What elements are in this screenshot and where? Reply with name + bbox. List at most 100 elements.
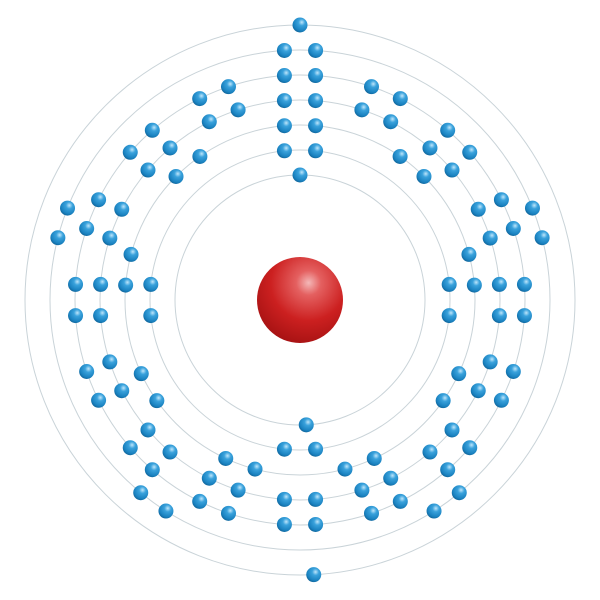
electron-shell-4-2 — [308, 93, 324, 109]
electron-shell-6-3 — [524, 200, 540, 216]
electron-shell-5-6 — [462, 144, 478, 160]
electron-shell-6-1 — [276, 42, 292, 58]
electron-shell-6-9 — [50, 230, 66, 246]
electron-shell-7-2 — [306, 567, 322, 583]
electron-shell-3-6 — [466, 277, 482, 293]
electron-shell-4-16 — [354, 482, 370, 498]
orbit-shell-5 — [74, 74, 526, 526]
electron-shell-3-13 — [149, 393, 165, 409]
electron-shell-5-2 — [308, 68, 324, 84]
electron-shell-5-5 — [440, 122, 456, 138]
electron-shell-4-28 — [114, 201, 130, 217]
electron-shell-5-13 — [462, 440, 478, 456]
electron-shell-2-8 — [143, 276, 159, 292]
electron-shell-4-10 — [491, 308, 507, 324]
electron-shell-5-22 — [122, 440, 138, 456]
electron-shell-2-4 — [441, 308, 457, 324]
electron-shell-4-8 — [482, 230, 498, 246]
electron-shell-4-24 — [102, 354, 118, 370]
electron-shell-5-32 — [221, 79, 236, 95]
electron-shell-5-4 — [392, 91, 408, 107]
electron-shell-5-18 — [276, 516, 292, 532]
electron-shell-4-19 — [230, 482, 246, 498]
electron-shell-6-7 — [158, 503, 174, 519]
electron-shell-4-25 — [93, 308, 109, 324]
electron-shell-7-1 — [292, 17, 308, 33]
electron-shell-4-27 — [102, 230, 118, 246]
electron-shell-4-3 — [354, 102, 370, 118]
electron-shell-5-11 — [505, 364, 521, 379]
electron-shell-5-21 — [144, 462, 160, 478]
electron-shell-5-27 — [79, 221, 95, 236]
electron-shell-5-7 — [493, 192, 509, 208]
electron-shell-3-18 — [192, 148, 208, 164]
electron-shell-4-5 — [422, 140, 438, 156]
electron-shell-5-28 — [91, 192, 107, 208]
electron-shell-4-22 — [140, 422, 156, 438]
electron-shell-5-12 — [493, 392, 509, 408]
electron-shell-4-26 — [93, 276, 109, 292]
electron-shell-4-4 — [383, 114, 399, 130]
electron-shell-5-30 — [144, 122, 160, 138]
electron-shell-3-9 — [366, 450, 382, 466]
electron-shell-5-19 — [221, 505, 236, 521]
electron-shell-5-14 — [440, 462, 456, 478]
electron-shell-1-1 — [292, 167, 308, 183]
electron-shell-6-5 — [451, 485, 467, 501]
electron-shell-5-8 — [505, 221, 521, 236]
electron-shell-4-20 — [201, 470, 217, 486]
electron-shell-2-1 — [276, 143, 292, 159]
electron-shell-3-1 — [276, 118, 292, 134]
electron-shell-3-11 — [247, 461, 263, 477]
electron-shell-5-3 — [364, 79, 379, 95]
electron-shell-2-5 — [308, 441, 324, 457]
electron-shell-3-8 — [435, 393, 451, 409]
orbit-shell-2 — [149, 149, 451, 451]
electron-shell-5-24 — [79, 364, 95, 379]
electron-shell-3-3 — [392, 148, 408, 164]
electron-shell-3-4 — [416, 168, 432, 184]
orbit-shell-6 — [49, 49, 551, 551]
electron-shell-4-1 — [276, 93, 292, 109]
electron-shell-5-26 — [68, 276, 84, 292]
electron-shell-4-18 — [276, 491, 292, 507]
electron-shell-3-7 — [451, 366, 467, 382]
electron-shell-2-2 — [308, 143, 324, 159]
electron-shell-6-4 — [534, 230, 550, 246]
electron-shell-5-17 — [308, 516, 324, 532]
orbit-shell-4 — [99, 99, 501, 501]
electron-shell-4-32 — [230, 102, 246, 118]
electron-shell-5-31 — [192, 91, 208, 107]
electron-shell-3-5 — [461, 246, 477, 262]
electron-shell-3-10 — [337, 461, 353, 477]
electron-shell-4-30 — [162, 140, 178, 156]
electron-shell-4-29 — [140, 162, 156, 178]
electron-shell-3-12 — [218, 450, 234, 466]
electron-shell-4-23 — [114, 383, 130, 399]
electron-shell-3-15 — [118, 277, 134, 293]
electron-shell-1-2 — [298, 417, 314, 433]
electron-shell-4-13 — [444, 422, 460, 438]
electron-shell-4-15 — [383, 470, 399, 486]
nucleus — [257, 257, 343, 343]
electron-shell-4-7 — [470, 201, 486, 217]
electron-shell-5-1 — [276, 68, 292, 84]
electron-shell-3-2 — [308, 118, 324, 134]
electron-shell-4-14 — [422, 444, 438, 460]
electron-shell-5-29 — [122, 144, 138, 160]
electron-shell-4-21 — [162, 444, 178, 460]
electron-shell-6-6 — [426, 503, 442, 519]
electron-shell-5-23 — [91, 392, 107, 408]
electron-shell-4-31 — [201, 114, 217, 130]
electron-shell-5-16 — [364, 505, 379, 521]
electron-shell-5-9 — [516, 276, 532, 292]
electron-shell-5-20 — [192, 493, 208, 509]
electron-shell-5-15 — [392, 493, 408, 509]
electron-shell-6-2 — [308, 42, 324, 58]
electron-layer — [50, 17, 550, 583]
orbit-shell-3 — [124, 124, 476, 476]
electron-shell-4-9 — [491, 276, 507, 292]
electron-shell-5-25 — [68, 308, 84, 324]
electron-shell-3-17 — [168, 168, 184, 184]
